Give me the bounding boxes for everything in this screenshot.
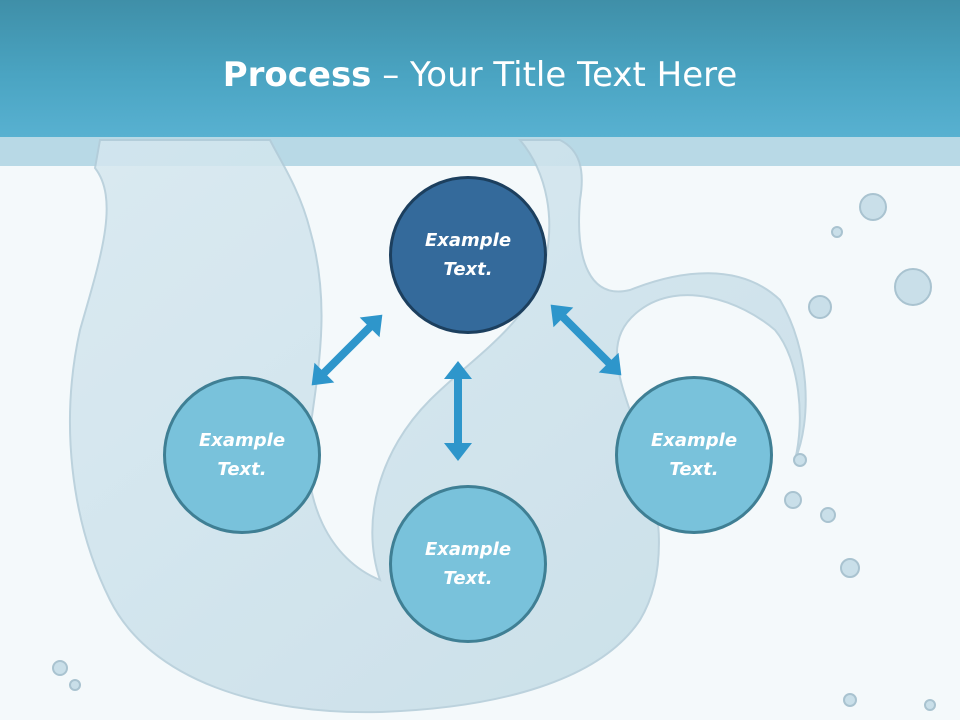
double-arrow-left [311,314,383,386]
node-right-line1: Example [650,430,738,451]
title-bold: Process [222,55,372,95]
node-top[interactable]: Example Text. [389,176,547,334]
node-right-line2: Text. [669,459,719,480]
node-left-line1: Example [198,430,286,451]
node-top-line2: Text. [443,259,493,280]
node-left[interactable]: Example Text. [163,376,321,534]
title-rest: – Your Title Text Here [371,55,738,95]
node-bottom-line2: Text. [443,568,493,589]
node-right[interactable]: Example Text. [615,376,773,534]
node-top-line1: Example [424,230,512,251]
double-arrow-right [550,304,622,376]
node-bottom[interactable]: Example Text. [389,485,547,643]
node-left-line2: Text. [217,459,267,480]
page-title: Process – Your Title Text Here [0,52,960,98]
double-arrow-vertical [444,361,472,461]
header-bar [0,0,960,137]
node-bottom-line1: Example [424,539,512,560]
